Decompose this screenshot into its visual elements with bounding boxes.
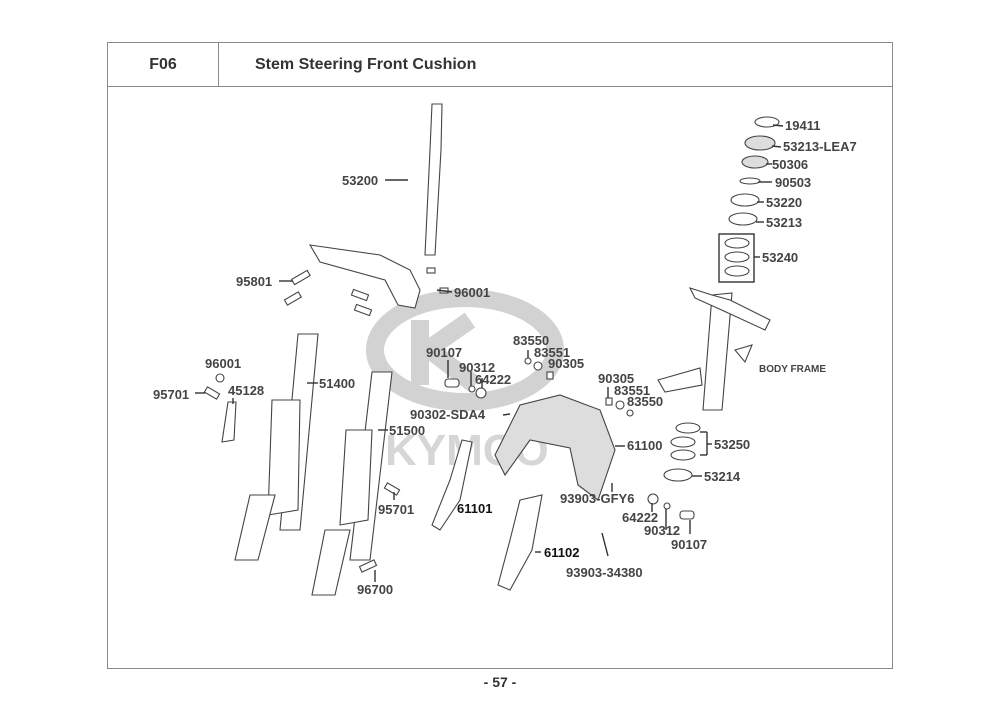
fork-leg-left	[234, 333, 319, 561]
fender-side-61102	[497, 494, 543, 591]
bearing-stack-top	[718, 116, 780, 283]
section-code: F06	[107, 42, 219, 87]
label-64222-right: 64222	[622, 510, 658, 525]
label-61101: 61101	[457, 501, 492, 516]
body-frame-head	[657, 287, 771, 411]
label-53213: 53213	[766, 215, 802, 230]
label-19411: 19411	[785, 118, 820, 133]
label-93903-gfy6: 93903-GFY6	[560, 491, 634, 506]
label-53240: 53240	[762, 250, 798, 265]
label-90107-left: 90107	[426, 345, 462, 360]
label-90503: 90503	[775, 175, 811, 190]
label-90302-sda4: 90302-SDA4	[410, 407, 486, 422]
fender-side-61101	[431, 439, 473, 531]
label-64222-left: 64222	[475, 372, 511, 387]
steering-stem	[308, 103, 443, 309]
label-83551-top: 83551	[534, 345, 570, 360]
label-61100: 61100	[627, 438, 662, 453]
label-90305-top: 90305	[548, 356, 584, 371]
bracket-45128	[221, 401, 237, 443]
label-90107-right: 90107	[671, 537, 707, 552]
label-90305-right: 90305	[598, 371, 634, 386]
label-83550-right: 83550	[627, 394, 663, 409]
label-96700: 96700	[357, 582, 393, 597]
label-51500: 51500	[389, 423, 425, 438]
label-93903-34380: 93903-34380	[566, 565, 643, 580]
label-51400: 51400	[319, 376, 355, 391]
label-body-frame: BODY FRAME	[759, 364, 826, 375]
label-45128: 45128	[228, 383, 264, 398]
bearing-stack-bottom	[663, 422, 701, 482]
fork-leg-right	[311, 371, 393, 596]
page-number: - 57 -	[483, 674, 517, 690]
small-hardware	[203, 357, 695, 573]
label-90312-right: 90312	[644, 523, 680, 538]
label-53213-lea7: 53213-LEA7	[783, 139, 857, 154]
leader-lines	[195, 124, 784, 582]
label-95801: 95801	[236, 274, 272, 289]
bolts-top	[283, 267, 449, 317]
label-83550-top: 83550	[513, 333, 549, 348]
label-95701-left: 95701	[153, 387, 189, 402]
label-96001-left: 96001	[205, 356, 241, 371]
label-95701-mid: 95701	[378, 502, 414, 517]
label-61102: 61102	[544, 545, 579, 560]
page-title: Stem Steering Front Cushion	[219, 42, 893, 87]
front-fender	[494, 394, 616, 501]
label-90312-left: 90312	[459, 360, 495, 375]
label-53250: 53250	[714, 437, 750, 452]
label-96001-top: 96001	[454, 285, 490, 300]
label-50306: 50306	[772, 157, 808, 172]
label-53214: 53214	[704, 469, 741, 484]
label-53200: 53200	[342, 173, 378, 188]
label-53220: 53220	[766, 195, 802, 210]
label-83551-right: 83551	[614, 383, 650, 398]
